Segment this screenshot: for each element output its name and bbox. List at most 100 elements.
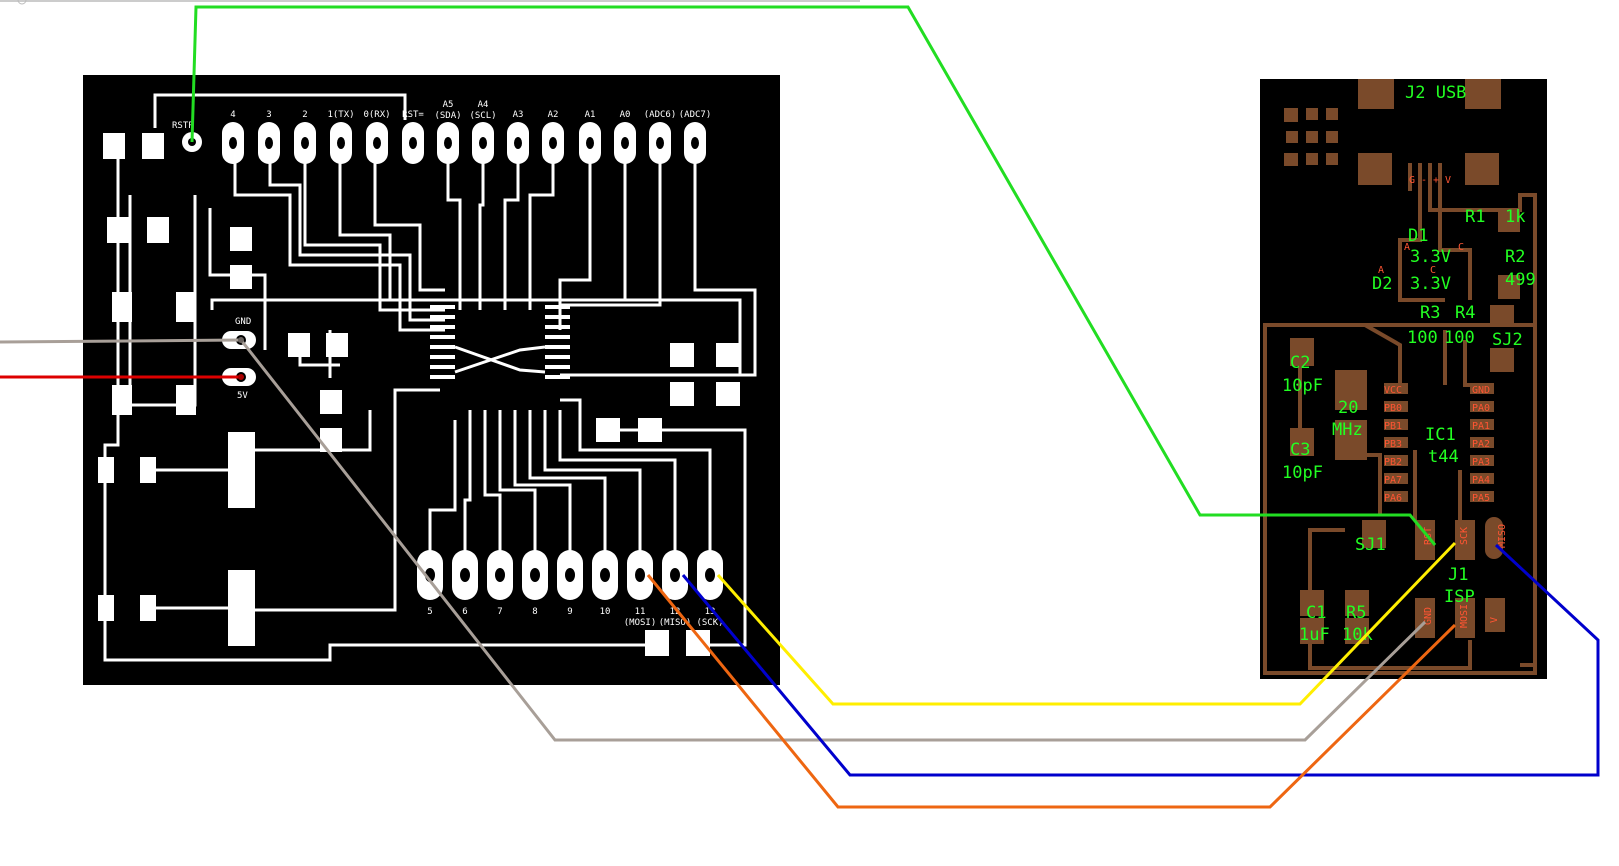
ic-pin-label: PB3 (1384, 439, 1402, 450)
header-label: 2 (302, 110, 307, 120)
window-chrome (0, 0, 860, 5)
usb-component-label: 10pF (1282, 463, 1323, 483)
arduino-board: GND 5V RSTP4321(TX)0(RX)RST=A5(SDA)A4(SC… (83, 75, 780, 685)
header-label: 10 (600, 607, 611, 617)
ic-pin-label: PB2 (1384, 457, 1402, 468)
header-label: 0(RX) (363, 110, 390, 120)
header-pad-hole (265, 137, 273, 149)
gnd-wire (239, 339, 1427, 742)
ic-pad (1384, 437, 1408, 448)
header-pad-hole (373, 137, 381, 149)
ic-pad (1384, 491, 1408, 502)
usb-component-label: 3.3V (1410, 274, 1451, 294)
header-label: 7 (497, 607, 502, 617)
usb-component-label: J2 USB (1405, 83, 1466, 103)
ic-pin-label: GND (1472, 385, 1490, 396)
header-label: 6 (462, 607, 467, 617)
header-label: A2 (548, 110, 559, 120)
isp-pin-label: MISO (1497, 524, 1508, 548)
header-label: 5 (427, 607, 432, 617)
header-label: 8 (532, 607, 537, 617)
usb-component-label: 10k (1342, 625, 1373, 645)
header-pad-hole (600, 568, 610, 582)
jumper-wires (0, 5, 1600, 809)
usb-component-label: J1 (1448, 565, 1468, 585)
ic-pin-label: PB0 (1384, 403, 1402, 414)
isp-pin-label: SCK (1459, 527, 1470, 545)
mosi-wire (646, 574, 1457, 809)
header-pad-hole (337, 137, 345, 149)
header-label: 11(MOSI) (624, 607, 657, 628)
header-pad-hole (670, 568, 680, 582)
header-pad-hole (301, 137, 309, 149)
header-label: (ADC6) (644, 110, 677, 120)
usb-component-label: C1 (1306, 603, 1326, 623)
usb-component-label: 100 (1407, 328, 1438, 348)
isp-pin-label: V (1489, 617, 1500, 623)
usb-component-label: 10pF (1282, 376, 1323, 396)
usb-pin-label: V (1445, 175, 1451, 186)
header-label: A5(SDA) (434, 100, 461, 121)
ic-pad (1470, 473, 1494, 484)
header-pad-hole (409, 137, 417, 149)
header-label: RSTP (172, 121, 194, 131)
usb-board-background (1260, 79, 1547, 679)
ic-pin-label: PA1 (1472, 421, 1490, 432)
ic-pad (1384, 455, 1408, 466)
usb-component-label: SJ1 (1355, 535, 1386, 555)
usb-pin-label: - (1421, 175, 1427, 186)
header-label: A3 (513, 110, 524, 120)
usb-component-label: R2 (1505, 247, 1525, 267)
ic-pad (1470, 455, 1494, 466)
header-label: 12(MISO) (659, 607, 692, 628)
usb-component-label: ISP (1444, 587, 1475, 607)
miso-wire (681, 543, 1600, 777)
usb-copper-pads (1284, 79, 1520, 644)
usb-component-label: SJ2 (1492, 330, 1523, 350)
ic-pin-label: PA5 (1472, 493, 1490, 504)
gnd-pad-label: GND (235, 317, 251, 327)
ic-pad (1470, 437, 1494, 448)
gnd-wire-left (0, 338, 242, 344)
usb-component-label: 1uF (1299, 625, 1330, 645)
ic-pad (1384, 419, 1408, 430)
header-pad-hole (514, 137, 522, 149)
diode-pin-label: A (1404, 242, 1410, 253)
usb-component-label: 20 (1338, 398, 1358, 418)
header-pad-hole (460, 568, 470, 582)
header-label: 1(TX) (327, 110, 354, 120)
usb-component-label: 499 (1505, 270, 1536, 290)
header-label: RST= (402, 110, 424, 120)
usb-component-label: t44 (1428, 447, 1459, 467)
header-pad-hole (479, 137, 487, 149)
header-pad-hole (656, 137, 664, 149)
vcc-pad-label: 5V (237, 391, 248, 401)
trace (210, 298, 742, 375)
usb-pin-label: G (1409, 175, 1415, 186)
rst-wire (190, 5, 1437, 546)
trace (153, 93, 407, 128)
isp-pin-label: GND (1423, 607, 1434, 625)
ic-pin-label: PB1 (1384, 421, 1402, 432)
header-label: 9 (567, 607, 572, 617)
ic-pin-label: PA2 (1472, 439, 1490, 450)
ic-pin-label: PA4 (1472, 475, 1490, 486)
usb-component-label: 100 (1444, 328, 1475, 348)
usb-component-label: R5 (1346, 603, 1366, 623)
header-pad-hole (444, 137, 452, 149)
header-label: 3 (266, 110, 271, 120)
usb-component-label: C3 (1290, 440, 1310, 460)
trace (240, 388, 440, 612)
ic-pad (1384, 401, 1408, 412)
header-pad-hole (586, 137, 594, 149)
diode-pin-label: C (1430, 265, 1436, 276)
ic-pin-label: PA0 (1472, 403, 1490, 414)
usb-component-label: 3.3V (1410, 247, 1451, 267)
header-pad-hole (229, 137, 237, 149)
usb-component-label: R3 (1420, 303, 1440, 323)
header-pad-hole (565, 568, 575, 582)
usb-component-label: IC1 (1425, 425, 1456, 445)
